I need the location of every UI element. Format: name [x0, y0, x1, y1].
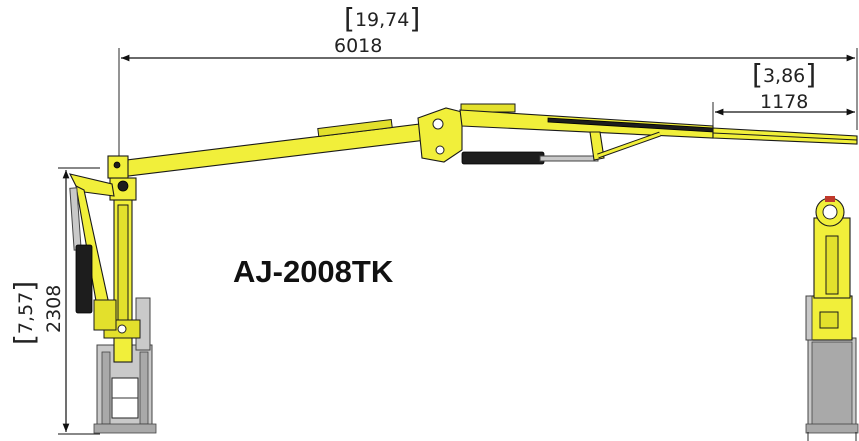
boom-cylinder	[461, 151, 599, 165]
telescopic-extension	[712, 127, 858, 145]
knuckle-joint	[417, 103, 516, 163]
height-mm: 2308	[43, 285, 65, 333]
front-leg-assembly	[68, 173, 117, 331]
height-feet: [7,57]	[8, 281, 41, 345]
overall-length-feet: [19,74]	[344, 2, 420, 35]
height-dimension: [7,57] 2308	[8, 167, 100, 435]
machine-rear-view	[805, 196, 859, 441]
machine-side-view	[68, 103, 858, 434]
extension-dimension: [3,86] 1178	[712, 58, 855, 130]
model-label: AJ-2008TK	[233, 254, 394, 289]
base-frame	[93, 297, 157, 434]
overall-length-mm: 6018	[334, 35, 382, 57]
mast	[103, 177, 141, 363]
extension-mm: 1178	[760, 91, 808, 113]
overall-length-dimension: [19,74] 6018	[118, 2, 858, 158]
extension-feet: [3,86]	[752, 58, 816, 91]
boom-section-1	[107, 118, 427, 179]
